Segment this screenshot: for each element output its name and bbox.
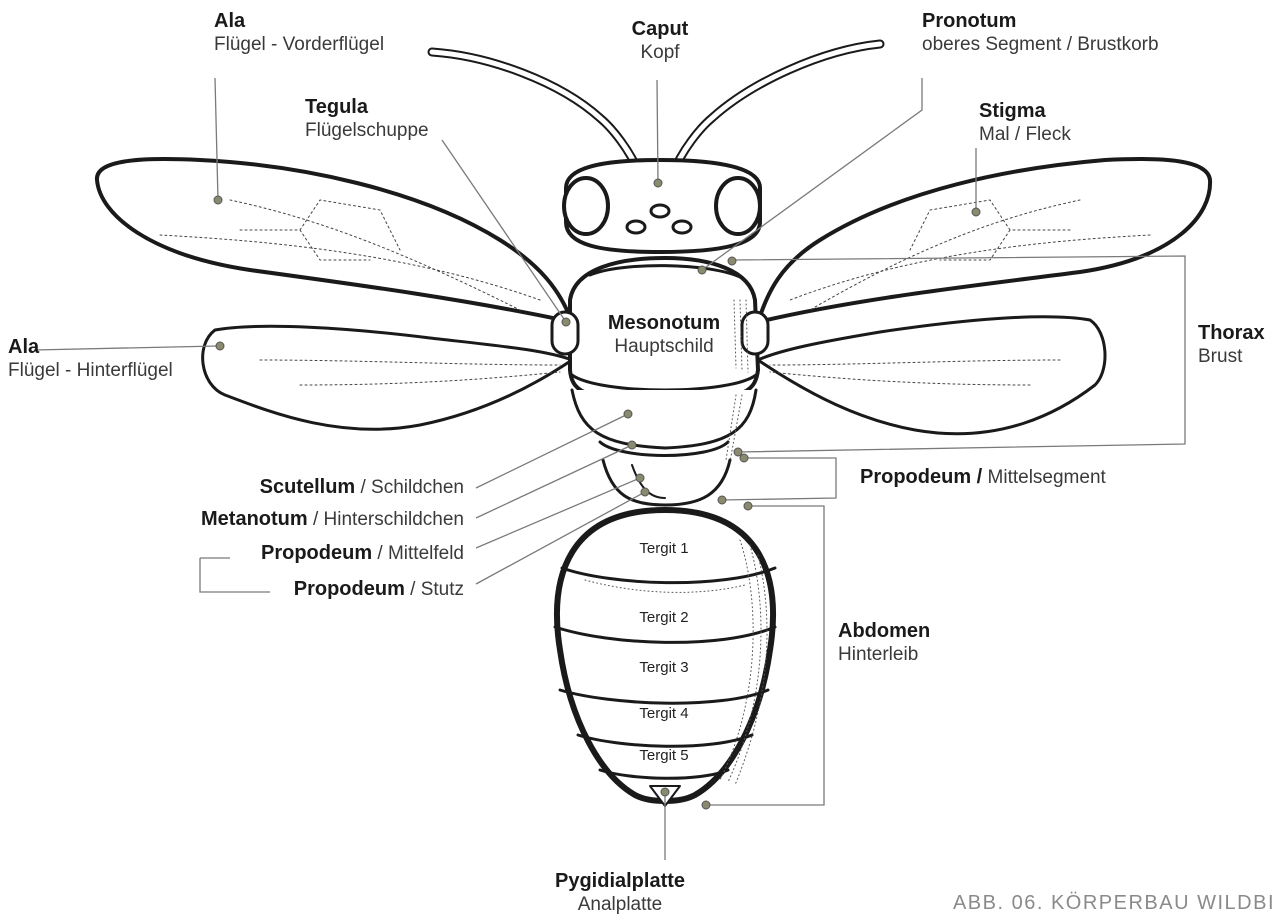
label-ala-hindwing: Ala Flügel - Hinterflügel [8, 336, 173, 382]
label-thorax-title: Thorax [1198, 322, 1265, 344]
right-forewing [758, 159, 1210, 322]
ocellus-left [627, 221, 645, 233]
label-propodeum-mittelsegment-title: Propodeum / [860, 466, 982, 488]
label-scutellum-sub: / Schildchen [360, 477, 464, 498]
label-pygidialplatte: Pygidialplatte Analplatte [520, 870, 720, 916]
label-stigma-title: Stigma [979, 100, 1046, 122]
label-thorax: Thorax Brust [1198, 322, 1265, 368]
label-pygidialplatte-sub: Analplatte [578, 894, 663, 915]
label-ala-hindwing-title: Ala [8, 336, 39, 358]
label-abdomen-sub: Hinterleib [838, 644, 918, 665]
right-antenna-inner [672, 44, 880, 175]
label-pronotum: Pronotum oberes Segment / Brustkorb [922, 10, 1159, 56]
label-stigma: Stigma Mal / Fleck [979, 100, 1071, 146]
label-abdomen: Abdomen Hinterleib [838, 620, 930, 666]
label-propodeum-stutz-sub: / Stutz [410, 579, 464, 600]
label-stigma-sub: Mal / Fleck [979, 124, 1071, 145]
figure-caption: ABB. 06. KÖRPERBAU WILDBI [953, 892, 1275, 915]
label-metanotum: Metanotum / Hinterschildchen [150, 508, 464, 532]
label-abdomen-title: Abdomen [838, 620, 930, 642]
label-tegula-title: Tegula [305, 96, 368, 118]
label-propodeum-stutz-title: Propodeum [294, 578, 405, 600]
label-thorax-sub: Brust [1198, 346, 1242, 367]
left-hindwing [203, 326, 572, 429]
label-caput-sub: Kopf [640, 42, 679, 63]
right-antenna [672, 44, 880, 175]
tergit-1-label: Tergit 1 [639, 540, 688, 557]
label-propodeum-stutz: Propodeum / Stutz [220, 578, 464, 602]
label-ala-forewing-title: Ala [214, 10, 245, 32]
compound-eye-left [564, 178, 608, 234]
tergit-2-label: Tergit 2 [639, 609, 688, 626]
label-tegula: Tegula Flügelschuppe [305, 96, 429, 142]
ocellus-right [673, 221, 691, 233]
label-scutellum: Scutellum / Schildchen [180, 476, 464, 500]
label-ala-forewing: Ala Flügel - Vorderflügel [214, 10, 384, 56]
label-scutellum-title: Scutellum [260, 476, 356, 498]
label-propodeum-mittelfeld-title: Propodeum [261, 542, 372, 564]
tergit-3-label: Tergit 3 [639, 659, 688, 676]
label-caput: Caput Kopf [620, 18, 700, 64]
compound-eye-right [716, 178, 760, 234]
label-propodeum-mittelsegment: Propodeum / Mittelsegment [860, 466, 1106, 490]
propodeum [603, 460, 730, 505]
tergit-4-label: Tergit 4 [639, 705, 688, 722]
label-ala-forewing-sub: Flügel - Vorderflügel [214, 34, 384, 55]
label-mesonotum: Mesonotum Hauptschild [594, 312, 734, 358]
label-mesonotum-sub: Hauptschild [614, 336, 713, 357]
label-mesonotum-title: Mesonotum [608, 312, 720, 334]
label-caput-title: Caput [632, 18, 689, 40]
scutellum [572, 390, 756, 448]
label-propodeum-mittelsegment-sub: Mittelsegment [988, 467, 1106, 488]
label-metanotum-sub: / Hinterschildchen [313, 509, 464, 530]
label-ala-hindwing-sub: Flügel - Hinterflügel [8, 360, 173, 381]
label-tegula-sub: Flügelschuppe [305, 120, 429, 141]
label-pronotum-title: Pronotum [922, 10, 1016, 32]
label-pygidialplatte-title: Pygidialplatte [555, 870, 685, 892]
ocellus-top [651, 205, 669, 217]
label-propodeum-mittelfeld-sub: / Mittelfeld [377, 543, 464, 564]
tergit-5-label: Tergit 5 [639, 747, 688, 764]
left-antenna [432, 52, 640, 175]
left-forewing [97, 159, 572, 322]
label-pronotum-sub: oberes Segment / Brustkorb [922, 34, 1159, 55]
label-metanotum-title: Metanotum [201, 508, 308, 530]
left-antenna-inner [432, 52, 640, 175]
tegula-right [742, 312, 768, 354]
label-propodeum-mittelfeld: Propodeum / Mittelfeld [200, 542, 464, 566]
